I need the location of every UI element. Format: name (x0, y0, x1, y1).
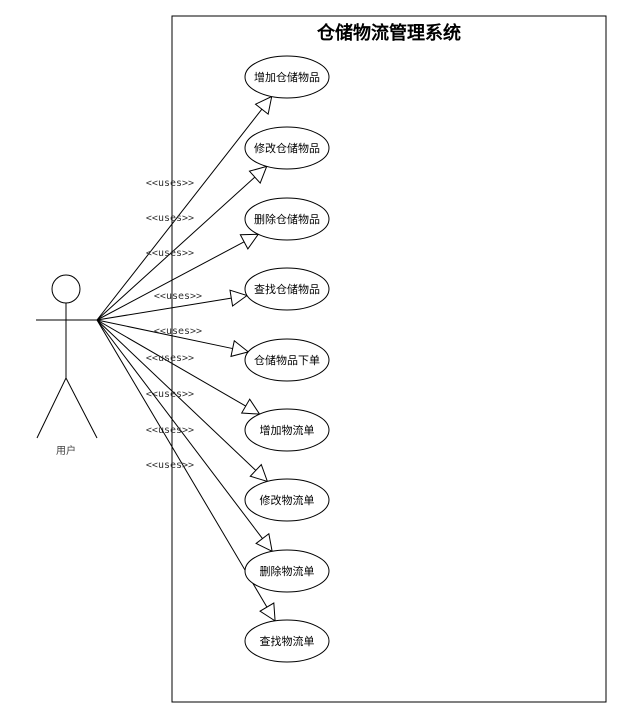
association-line (96, 297, 232, 321)
uses-stereotype-label: <<uses>> (154, 326, 202, 337)
use-case-label: 删除仓储物品 (254, 212, 320, 226)
uses-stereotype-label: <<uses>> (146, 425, 194, 436)
use-case-label: 修改仓储物品 (254, 141, 320, 155)
association-line (96, 241, 245, 321)
arrowhead-icon (230, 339, 250, 358)
system-boundary (171, 15, 607, 703)
use-case-label: 查找仓储物品 (254, 282, 320, 296)
association-line (96, 108, 263, 321)
use-case-ellipse (244, 549, 330, 593)
use-case[interactable]: 删除物流单 (244, 549, 330, 593)
system-title: 仓储物流管理系统 (316, 22, 461, 44)
use-case[interactable]: 查找仓储物品 (244, 267, 330, 311)
use-case-label: 增加物流单 (260, 423, 315, 437)
uses-stereotype-label: <<uses>> (154, 291, 202, 302)
actor-label: 用户 (56, 444, 76, 457)
uses-stereotype-label: <<uses>> (146, 460, 194, 471)
use-case[interactable]: 增加物流单 (244, 408, 330, 452)
actor-head (51, 274, 81, 304)
association-line (96, 176, 256, 321)
arrowhead-icon (240, 398, 261, 415)
use-case-ellipse (244, 267, 330, 311)
arrowhead-icon (239, 233, 260, 250)
arrowhead-icon (254, 95, 273, 115)
use-case-ellipse (244, 478, 330, 522)
uses-stereotype-label: <<uses>> (146, 213, 194, 224)
use-case-label: 增加仓储物品 (254, 70, 320, 84)
association-line (96, 319, 246, 407)
arrowhead-icon (255, 532, 273, 553)
use-case-label: 删除物流单 (260, 564, 315, 578)
actor-leg-left (36, 377, 67, 439)
use-case-ellipse (244, 55, 330, 99)
actor-user[interactable]: 用户 (36, 274, 98, 457)
use-case[interactable]: 删除仓储物品 (244, 197, 330, 241)
arrowhead-icon (249, 463, 269, 483)
actor-leg-right (65, 377, 98, 439)
use-case[interactable]: 查找物流单 (244, 619, 330, 663)
use-case-ellipse (244, 197, 330, 241)
uses-stereotype-label: <<uses>> (146, 178, 194, 189)
use-case[interactable]: 增加仓储物品 (244, 55, 330, 99)
association-line (96, 319, 263, 539)
arrowhead-icon (259, 602, 276, 622)
use-case[interactable]: 仓储物品下单 (244, 338, 330, 382)
uses-stereotype-label: <<uses>> (146, 389, 194, 400)
association-line (96, 319, 257, 471)
use-case-label: 查找物流单 (260, 634, 315, 648)
use-case-ellipse (244, 408, 330, 452)
use-case-ellipse (244, 126, 330, 170)
use-case[interactable]: 修改物流单 (244, 478, 330, 522)
association-line (96, 319, 233, 350)
uses-stereotype-label: <<uses>> (146, 353, 194, 364)
use-case-label: 仓储物品下单 (254, 353, 320, 367)
use-case[interactable]: 修改仓储物品 (244, 126, 330, 170)
arrowhead-icon (248, 165, 268, 184)
use-case-ellipse (244, 619, 330, 663)
use-case-ellipse (244, 338, 330, 382)
arrowhead-icon (229, 289, 249, 307)
association-line (96, 319, 268, 608)
use-case-label: 修改物流单 (260, 493, 315, 507)
uses-stereotype-label: <<uses>> (146, 248, 194, 259)
